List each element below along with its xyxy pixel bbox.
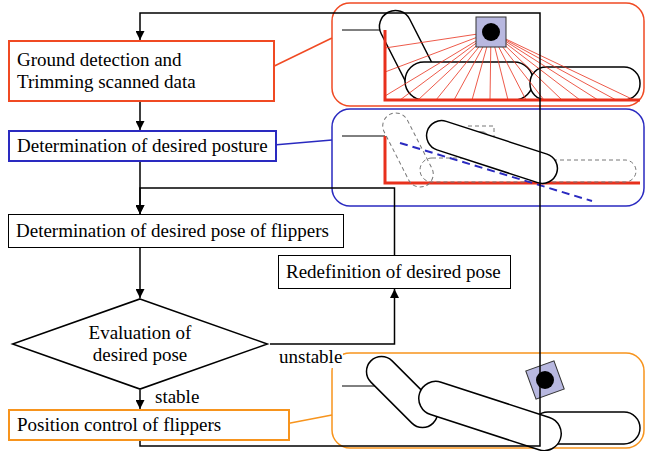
node-text: Evaluation of desired pose: [79, 322, 201, 366]
flow-connector: [270, 289, 395, 344]
process-box: Position control of flippers: [8, 409, 290, 441]
posture-figure: [342, 108, 640, 201]
flow-connector: [139, 102, 141, 130]
flipper-figure: [342, 350, 640, 451]
flow-connector: [139, 248, 141, 298]
decision-diamond: Evaluation of desired pose: [10, 298, 270, 390]
node-text: Redefinition of desired pose: [286, 261, 501, 283]
callout-outline: [332, 109, 644, 206]
callout-outline: [332, 3, 644, 106]
process-box: Determination of desired posture: [8, 130, 277, 162]
edge-label: stable: [154, 387, 200, 408]
process-box: Determination of desired pose of flipper…: [8, 214, 344, 248]
node-text: Ground detection and Trimming scanned da…: [17, 49, 217, 93]
process-box: Redefinition of desired pose: [278, 255, 511, 289]
flow-connector: [139, 390, 141, 409]
scan-figure: [342, 5, 640, 105]
node-text: Determination of desired pose of flipper…: [16, 220, 329, 242]
node-text: Position control of flippers: [17, 414, 221, 436]
process-box: Ground detection and Trimming scanned da…: [8, 40, 275, 102]
node-text: Determination of desired posture: [17, 135, 268, 157]
edge-label: unstable: [278, 347, 343, 368]
